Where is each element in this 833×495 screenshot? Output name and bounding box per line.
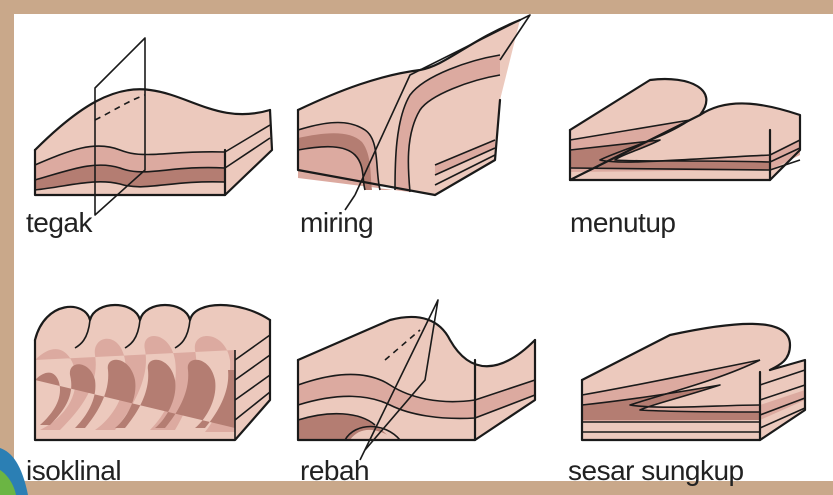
- label-tegak: tegak: [26, 207, 93, 238]
- label-miring: miring: [300, 207, 373, 238]
- label-rebah: rebah: [300, 455, 369, 486]
- fold-block-sesar-sungkup: [582, 324, 805, 440]
- label-sesar-sungkup: sesar sungkup: [568, 455, 744, 486]
- corner-accent: [0, 448, 28, 495]
- label-menutup: menutup: [570, 207, 675, 238]
- fold-block-isoklinal: [35, 305, 270, 440]
- fold-block-rebah: [298, 300, 535, 460]
- label-isoklinal: isoklinal: [26, 455, 121, 486]
- fold-block-miring: [298, 15, 530, 210]
- fold-block-menutup: [570, 79, 800, 180]
- fold-block-tegak: [35, 38, 272, 215]
